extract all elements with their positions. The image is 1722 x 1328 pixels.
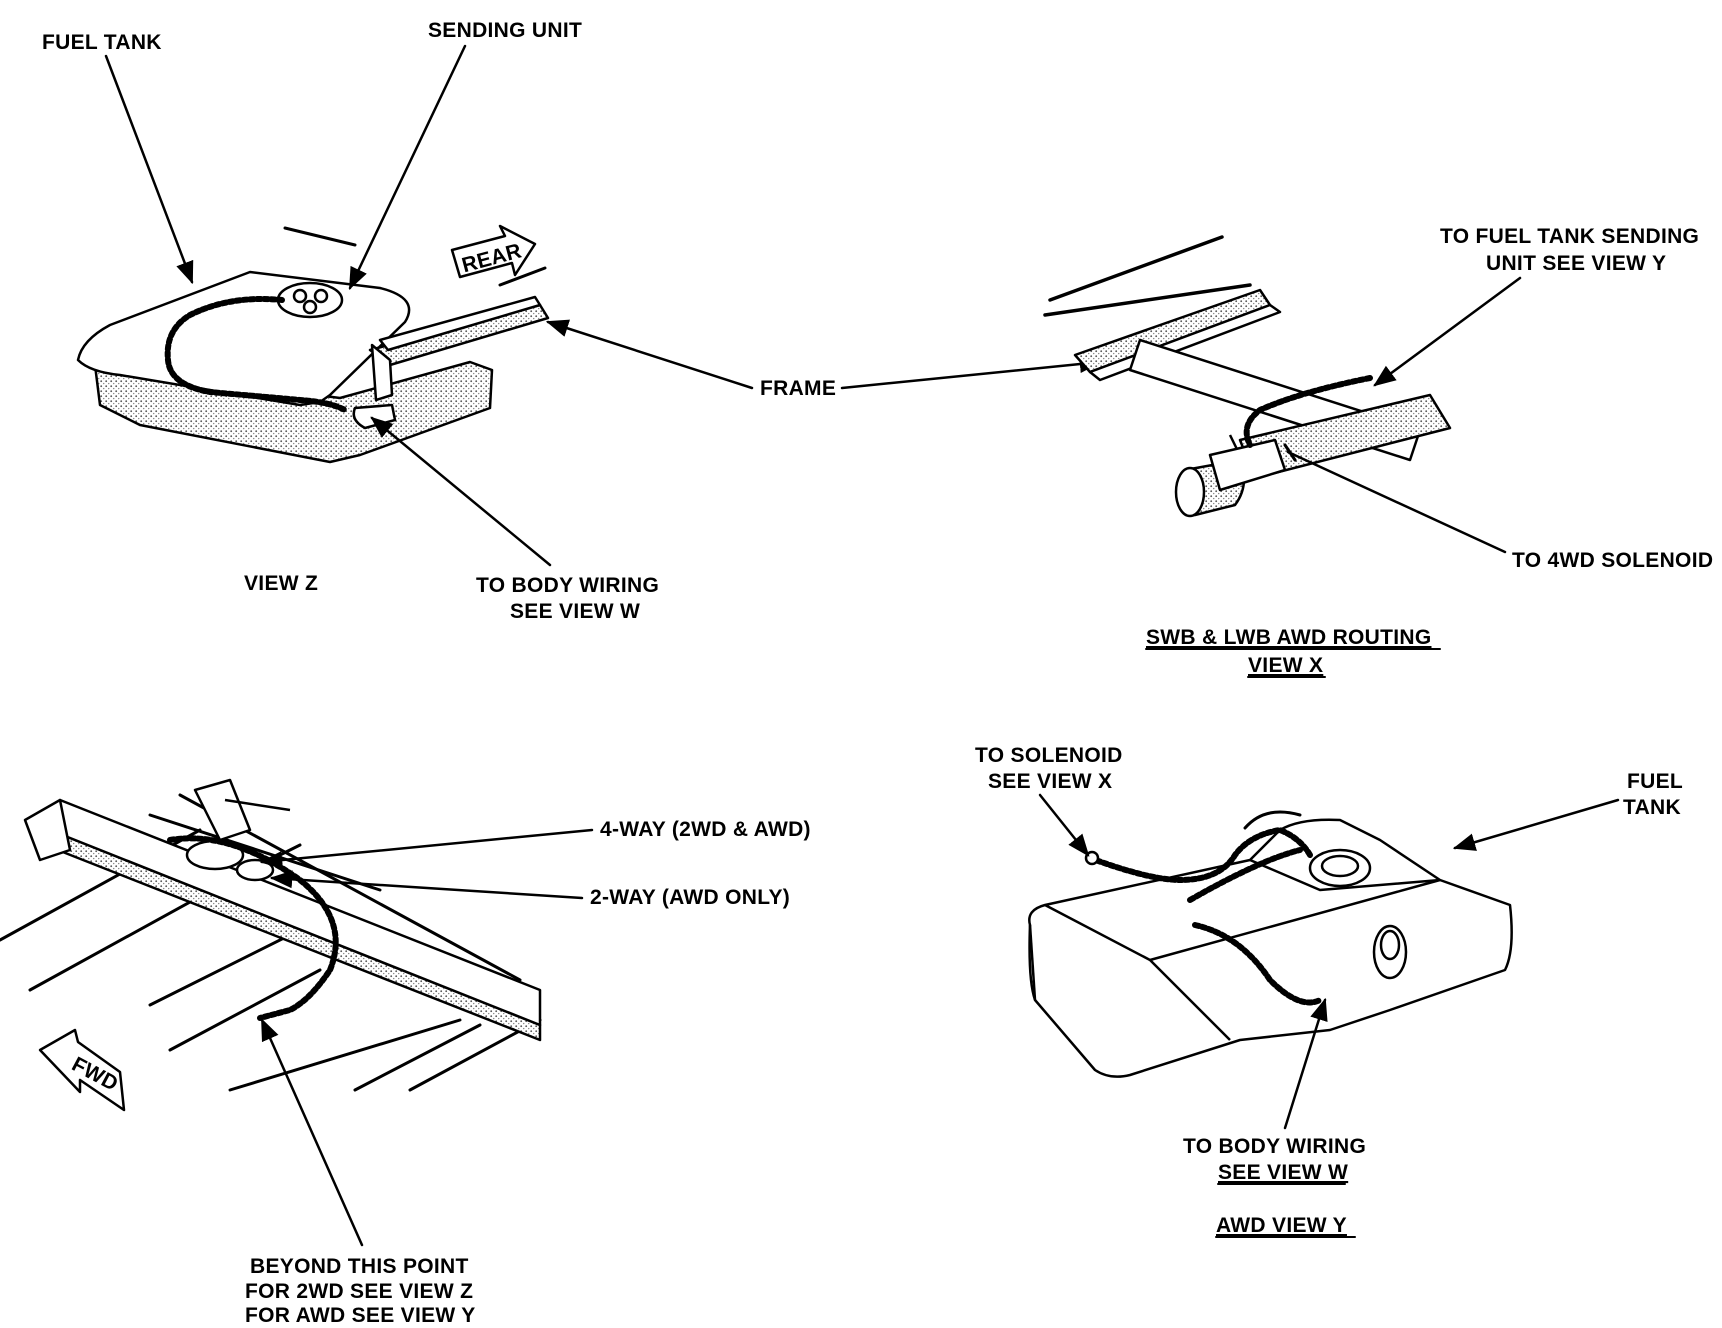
view-y-illustration (1028, 810, 1513, 1078)
view-z-rear-arrow (450, 224, 537, 279)
view-x-caption-routing: SWB & LWB AWD ROUTING (1146, 626, 1432, 649)
view-y-caption: AWD VIEW Y (1216, 1214, 1347, 1237)
view-y-body-wiring-label: TO BODY WIRING (1183, 1135, 1366, 1158)
view-w-beyond-label: BEYOND THIS POINT (250, 1255, 469, 1278)
view-w-beyond-2wd: FOR 2WD SEE VIEW Z (245, 1280, 473, 1303)
view-z-sending-unit-label: SENDING UNIT (428, 19, 582, 42)
view-z-fuel-tank-label: FUEL TANK (42, 31, 162, 54)
view-x-illustration (1043, 235, 1452, 518)
frame-label: FRAME (760, 377, 836, 400)
view-y-body-wiring-see: SEE VIEW W (1218, 1161, 1348, 1184)
view-z-illustration: REAR (76, 224, 550, 464)
view-w-fwd-arrow (38, 1028, 126, 1112)
view-x-sending-see: UNIT SEE VIEW Y (1486, 252, 1666, 275)
view-w-4way-label: 4-WAY (2WD & AWD) (600, 818, 811, 841)
view-x-caption-view: VIEW X (1248, 654, 1323, 677)
view-z-body-wiring-label: TO BODY WIRING (476, 574, 659, 597)
view-y-tank-label: TANK (1623, 796, 1681, 819)
view-w-illustration: FWD (0, 778, 542, 1112)
view-z-caption: VIEW Z (244, 572, 318, 595)
view-y-solenoid-label: TO SOLENOID (975, 744, 1123, 767)
view-y-solenoid-see: SEE VIEW X (988, 770, 1112, 793)
view-x-solenoid-label: TO 4WD SOLENOID (1512, 549, 1713, 572)
view-z-body-wiring-see: SEE VIEW W (510, 600, 640, 623)
view-x-sending-label: TO FUEL TANK SENDING (1440, 225, 1699, 248)
view-w-beyond-awd: FOR AWD SEE VIEW Y (245, 1304, 476, 1327)
view-y-fuel-label: FUEL (1627, 770, 1683, 793)
view-w-2way-label: 2-WAY (AWD ONLY) (590, 886, 790, 909)
